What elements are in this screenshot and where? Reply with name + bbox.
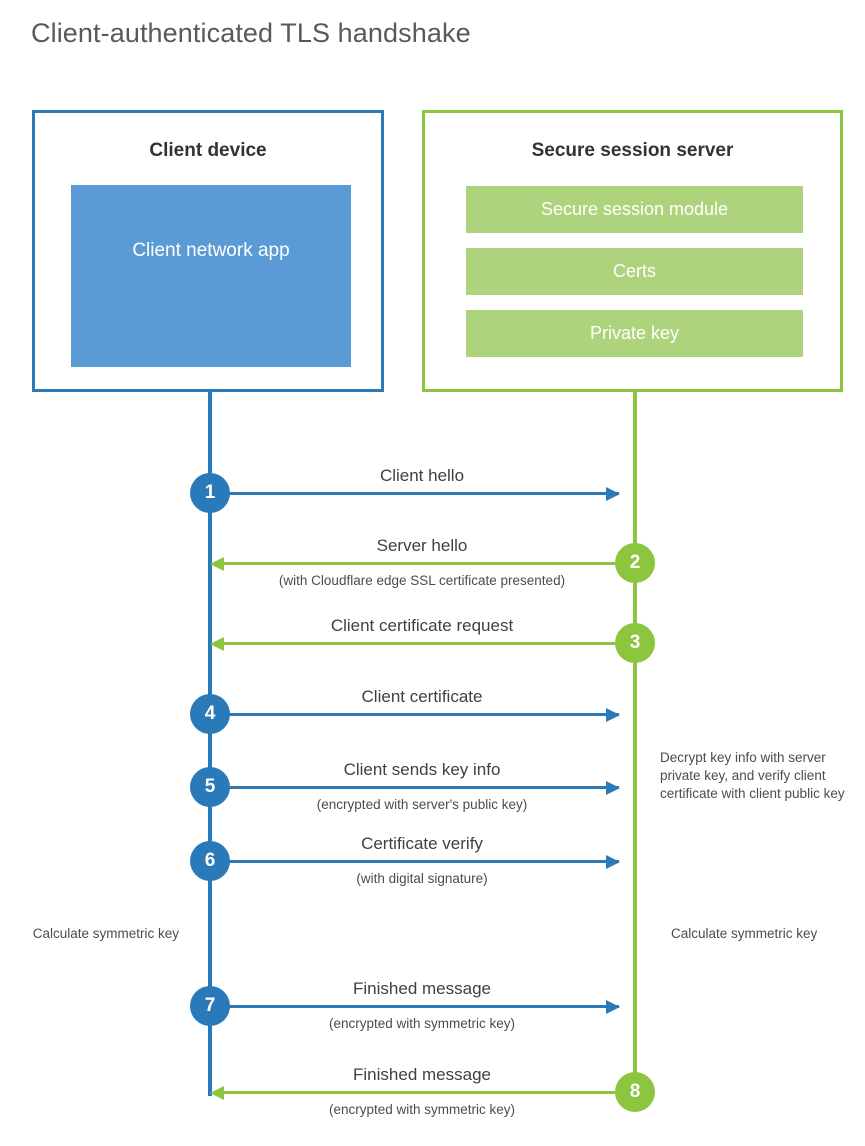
arrow-step-8 — [210, 1085, 633, 1100]
note-server-calculate-symmetric-key: Calculate symmetric key — [671, 926, 818, 941]
server-module-private-key: Private key — [466, 310, 803, 357]
step-label-8: Finished message — [353, 1065, 491, 1084]
step-label-5: Client sends key info — [343, 760, 501, 779]
arrow-step-3 — [210, 636, 633, 651]
step-circle-1[interactable]: 1 — [190, 473, 230, 513]
arrowhead-icon — [606, 999, 620, 1014]
note-client-calculate-symmetric-key: Calculate symmetric key — [32, 926, 179, 941]
note-server-decrypt: Decrypt key info with server private key… — [660, 750, 845, 801]
step-label-2: Server hello — [376, 536, 468, 555]
arrowhead-icon — [210, 636, 224, 651]
client-lifeline — [208, 392, 212, 1096]
arrow-step-7 — [210, 999, 620, 1014]
arrowhead-icon — [210, 556, 224, 571]
step-circle-7[interactable]: 7 — [190, 986, 230, 1026]
step-circle-4[interactable]: 4 — [190, 694, 230, 734]
server-lifeline — [633, 392, 637, 1092]
step-label-7: Finished message — [353, 979, 491, 998]
page-title: Client-authenticated TLS handshake — [31, 18, 471, 48]
step-circle-3[interactable]: 3 — [615, 623, 655, 663]
server-module-certs: Certs — [466, 248, 803, 295]
step-sublabel-2: (with Cloudflare edge SSL certificate pr… — [278, 573, 566, 588]
arrow-step-2 — [210, 556, 633, 571]
secure-session-server-title: Secure session server — [531, 140, 734, 161]
step-circle-2[interactable]: 2 — [615, 543, 655, 583]
arrow-step-4 — [210, 707, 620, 722]
step-sublabel-7: (encrypted with symmetric key) — [328, 1016, 516, 1031]
arrowhead-icon — [606, 780, 620, 795]
server-module-secure-session-module: Secure session module — [466, 186, 803, 233]
secure-session-server-box: Secure session server Secure session mod… — [422, 110, 843, 392]
arrow-step-1 — [210, 486, 620, 501]
step-sublabel-8: (encrypted with symmetric key) — [328, 1102, 516, 1117]
client-device-title: Client device — [149, 140, 267, 161]
arrowhead-icon — [606, 707, 620, 722]
client-device-box: Client device Client network app — [32, 110, 384, 392]
arrow-step-6 — [210, 854, 620, 869]
client-network-app-block: Client network app — [71, 185, 351, 367]
step-sublabel-6: (with digital signature) — [356, 871, 488, 886]
client-network-app-label: Client network app — [132, 240, 290, 261]
step-circle-5[interactable]: 5 — [190, 767, 230, 807]
arrowhead-icon — [606, 486, 620, 501]
step-circle-8[interactable]: 8 — [615, 1072, 655, 1112]
step-sublabel-5: (encrypted with server's public key) — [316, 797, 528, 812]
step-label-4: Client certificate — [361, 687, 483, 706]
arrow-step-5 — [210, 780, 620, 795]
step-label-6: Certificate verify — [361, 834, 483, 853]
arrowhead-icon — [210, 1085, 224, 1100]
arrowhead-icon — [606, 854, 620, 869]
step-circle-6[interactable]: 6 — [190, 841, 230, 881]
step-label-1: Client hello — [379, 466, 465, 485]
step-label-3: Client certificate request — [330, 616, 514, 635]
